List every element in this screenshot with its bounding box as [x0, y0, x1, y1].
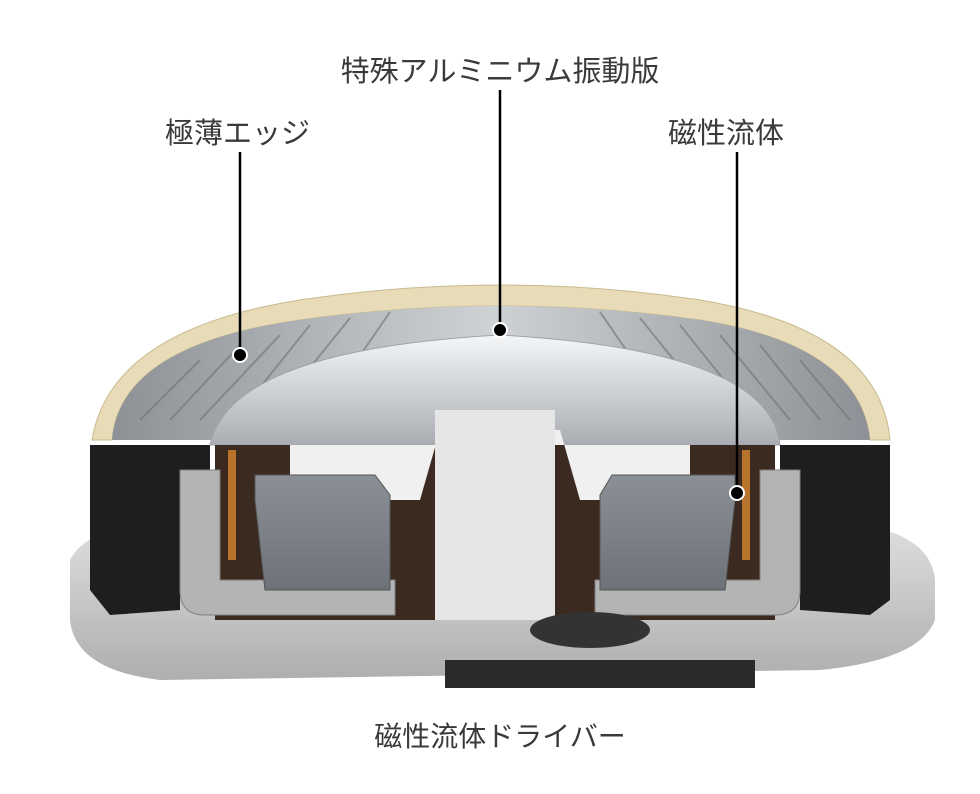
diagram-caption: 磁性流体ドライバー: [374, 720, 626, 753]
vent-hole: [530, 612, 650, 648]
callout-label-edge: 極薄エッジ: [165, 116, 311, 150]
housing-right: [780, 445, 890, 615]
magnet-left: [254, 474, 391, 591]
callout-label-magnetic-fluid: 磁性流体: [668, 116, 785, 150]
interior-highlight: [290, 430, 690, 500]
edge-ribs: [139, 311, 851, 421]
edge-corrugation: [112, 306, 870, 440]
center-pole: [435, 410, 555, 620]
callout-label-diaphragm: 特殊アルミニウム振動版: [340, 54, 660, 88]
voice-coil-right: [742, 450, 750, 560]
voice-coil-left: [228, 450, 236, 560]
magnet-right: [599, 474, 736, 591]
callout-line-magnetic-fluid: [729, 152, 745, 501]
callout-line-edge: [232, 152, 248, 363]
callout-line-diaphragm: [492, 90, 508, 338]
